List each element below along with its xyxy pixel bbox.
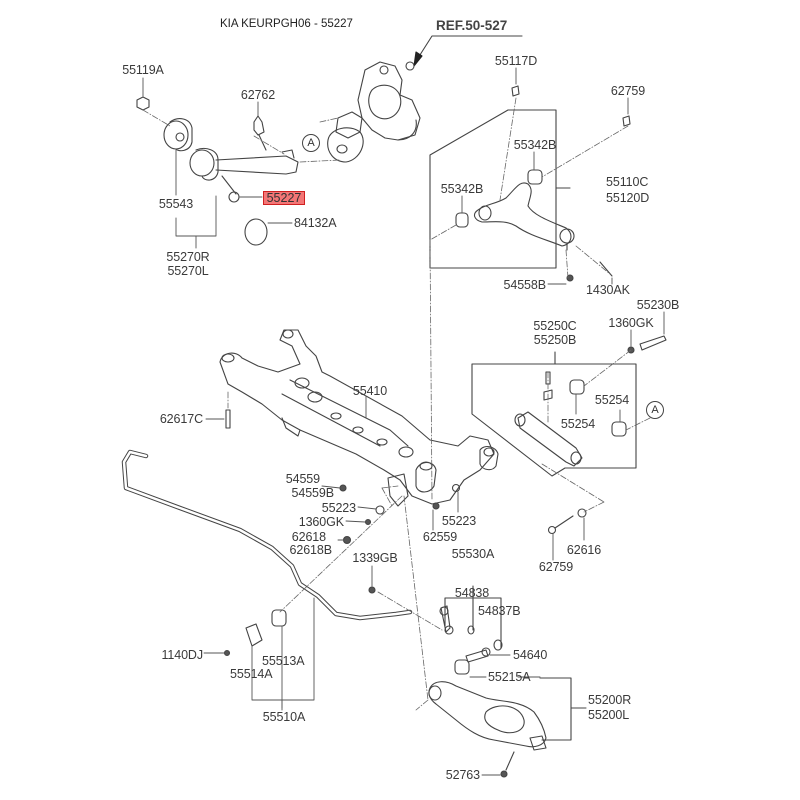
stabilizer-bar-illustration bbox=[121, 449, 413, 657]
upper-arm-illustration bbox=[455, 85, 631, 282]
part-label-55254-right[interactable]: 55254 bbox=[594, 393, 630, 407]
part-label-55543[interactable]: 55543 bbox=[158, 197, 194, 211]
knuckle-illustration bbox=[327, 61, 421, 163]
end-link-box bbox=[444, 585, 502, 649]
part-label-55223-left[interactable]: 55223 bbox=[321, 501, 356, 515]
highlighted-part-55227[interactable]: 55227 bbox=[263, 191, 305, 205]
part-label-55117D[interactable]: 55117D bbox=[494, 54, 538, 68]
part-label-62618[interactable]: 62618 bbox=[291, 530, 326, 544]
part-label-1430AK[interactable]: 1430AK bbox=[586, 283, 630, 297]
assembly-lines bbox=[142, 97, 651, 711]
upper-arm-box bbox=[429, 109, 571, 269]
part-label-55230B[interactable]: 55230B bbox=[636, 298, 680, 312]
part-label-54838[interactable]: 54838 bbox=[454, 586, 490, 600]
part-label-55510A[interactable]: 55510A bbox=[262, 710, 306, 724]
part-label-1140DJ[interactable]: 1140DJ bbox=[161, 648, 203, 662]
part-label-62759-top[interactable]: 62759 bbox=[610, 84, 646, 98]
part-label-62559[interactable]: 62559 bbox=[422, 530, 458, 544]
part-label-62616[interactable]: 62616 bbox=[566, 543, 602, 557]
part-label-52763[interactable]: 52763 bbox=[445, 768, 480, 782]
part-label-1360GK-left[interactable]: 1360GK bbox=[298, 515, 344, 529]
part-label-55270R[interactable]: 55270R bbox=[166, 250, 210, 264]
part-label-55514A[interactable]: 55514A bbox=[230, 667, 273, 681]
part-label-54640[interactable]: 54640 bbox=[513, 648, 548, 662]
part-label-54837B[interactable]: 54837B bbox=[478, 604, 521, 618]
part-label-55110C[interactable]: 55110C bbox=[606, 175, 649, 189]
lower-arm-illustration bbox=[428, 647, 547, 778]
part-label-1360GK-right[interactable]: 1360GK bbox=[608, 316, 654, 330]
subframe-illustration bbox=[219, 329, 499, 507]
part-label-55513A[interactable]: 55513A bbox=[262, 654, 305, 668]
ref-label: REF.50-527 bbox=[436, 18, 508, 33]
part-label-55250C[interactable]: 55250C bbox=[533, 319, 577, 333]
part-label-55223-right[interactable]: 55223 bbox=[441, 514, 477, 528]
part-label-55200R[interactable]: 55200R bbox=[588, 693, 632, 707]
part-label-54559[interactable]: 54559 bbox=[285, 472, 320, 486]
trailing-arm-illustration bbox=[136, 96, 299, 246]
part-label-55530A[interactable]: 55530A bbox=[451, 547, 495, 561]
part-label-55270L[interactable]: 55270L bbox=[167, 264, 209, 278]
callout-a-top: A bbox=[302, 134, 320, 152]
end-link-illustration bbox=[439, 605, 503, 651]
lateral-arm-box bbox=[471, 351, 637, 477]
part-label-55410[interactable]: 55410 bbox=[352, 384, 388, 398]
part-label-62617C[interactable]: 62617C bbox=[159, 412, 203, 426]
part-label-54558B[interactable]: 54558B bbox=[503, 278, 547, 292]
fasteners bbox=[225, 409, 587, 545]
part-label-55254-left[interactable]: 55254 bbox=[560, 417, 596, 431]
part-label-55119A[interactable]: 55119A bbox=[122, 63, 164, 77]
callout-a-right: A bbox=[646, 401, 664, 419]
part-label-62762[interactable]: 62762 bbox=[240, 88, 276, 102]
part-label-55342B-left[interactable]: 55342B bbox=[440, 182, 484, 196]
part-label-54559B[interactable]: 54559B bbox=[291, 486, 335, 500]
lower-arm-bracket bbox=[539, 677, 587, 741]
ref-arrow bbox=[413, 35, 523, 67]
part-label-55200L[interactable]: 55200L bbox=[588, 708, 630, 722]
lateral-arm-illustration bbox=[514, 335, 667, 467]
part-label-62618B[interactable]: 62618B bbox=[289, 543, 333, 557]
diagram-title: KIA KEURPGH06 - 55227 bbox=[220, 18, 353, 30]
part-label-84132A[interactable]: 84132A bbox=[294, 216, 337, 230]
part-label-55120D[interactable]: 55120D bbox=[606, 191, 650, 205]
part-label-55342B-top[interactable]: 55342B bbox=[513, 138, 557, 152]
part-label-62759-mid[interactable]: 62759 bbox=[538, 560, 574, 574]
part-label-55250B[interactable]: 55250B bbox=[533, 333, 577, 347]
part-label-55215A[interactable]: 55215A bbox=[488, 670, 531, 684]
part-label-1339GB[interactable]: 1339GB bbox=[352, 551, 398, 565]
leader-lines bbox=[142, 67, 665, 776]
